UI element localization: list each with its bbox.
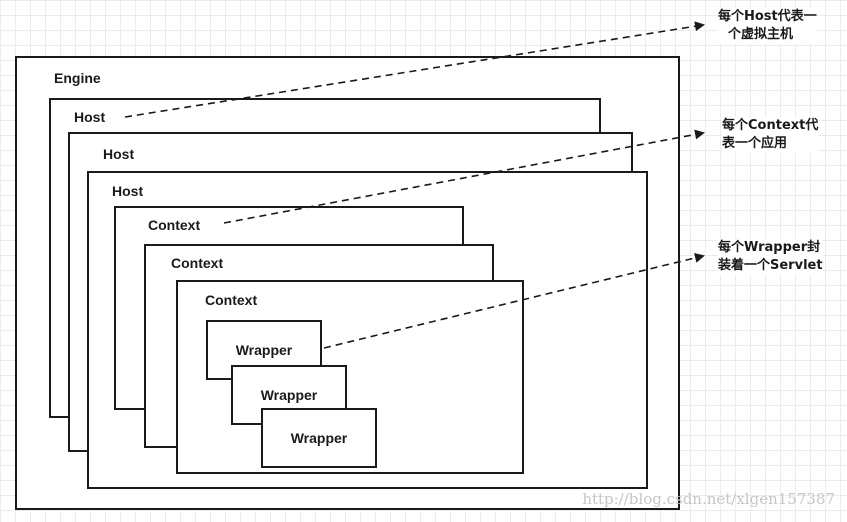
host-label-3: Host bbox=[112, 183, 144, 199]
context-annotation: 每个Context代 表一个应用 bbox=[722, 117, 819, 153]
context-label-1: Context bbox=[148, 217, 201, 233]
context-label-2: Context bbox=[171, 255, 224, 271]
wrapper-annotation-line2: 装着一个Servlet bbox=[718, 258, 823, 273]
wrapper-annotation-line1: 每个Wrapper封 bbox=[718, 240, 821, 255]
watermark-text: http://blog.csdn.net/xlgen157387 bbox=[582, 490, 835, 508]
wrapper-label-3: Wrapper bbox=[290, 430, 348, 446]
host-annotation-line2: 个虚拟主机 bbox=[728, 27, 794, 42]
wrapper-annotation: 每个Wrapper封 装着一个Servlet bbox=[718, 239, 823, 275]
context-annotation-arrow bbox=[223, 129, 705, 224]
wrapper-annotation-arrow bbox=[323, 253, 705, 349]
wrapper-label-1: Wrapper bbox=[235, 342, 293, 358]
host-annotation-line1: 每个Host代表一 bbox=[718, 9, 817, 24]
engine-label: Engine bbox=[54, 70, 101, 86]
context-annotation-line1: 每个Context代 bbox=[722, 118, 819, 133]
wrapper-box-3: Wrapper bbox=[261, 408, 377, 468]
host-annotation-arrow bbox=[124, 21, 705, 118]
context-label-3: Context bbox=[205, 292, 258, 308]
context-annotation-line2: 表一个应用 bbox=[722, 136, 788, 151]
host-label-2: Host bbox=[103, 146, 135, 162]
host-annotation: 每个Host代表一 个虚拟主机 bbox=[718, 8, 817, 44]
host-label-1: Host bbox=[74, 109, 106, 125]
wrapper-label-2: Wrapper bbox=[260, 387, 318, 403]
